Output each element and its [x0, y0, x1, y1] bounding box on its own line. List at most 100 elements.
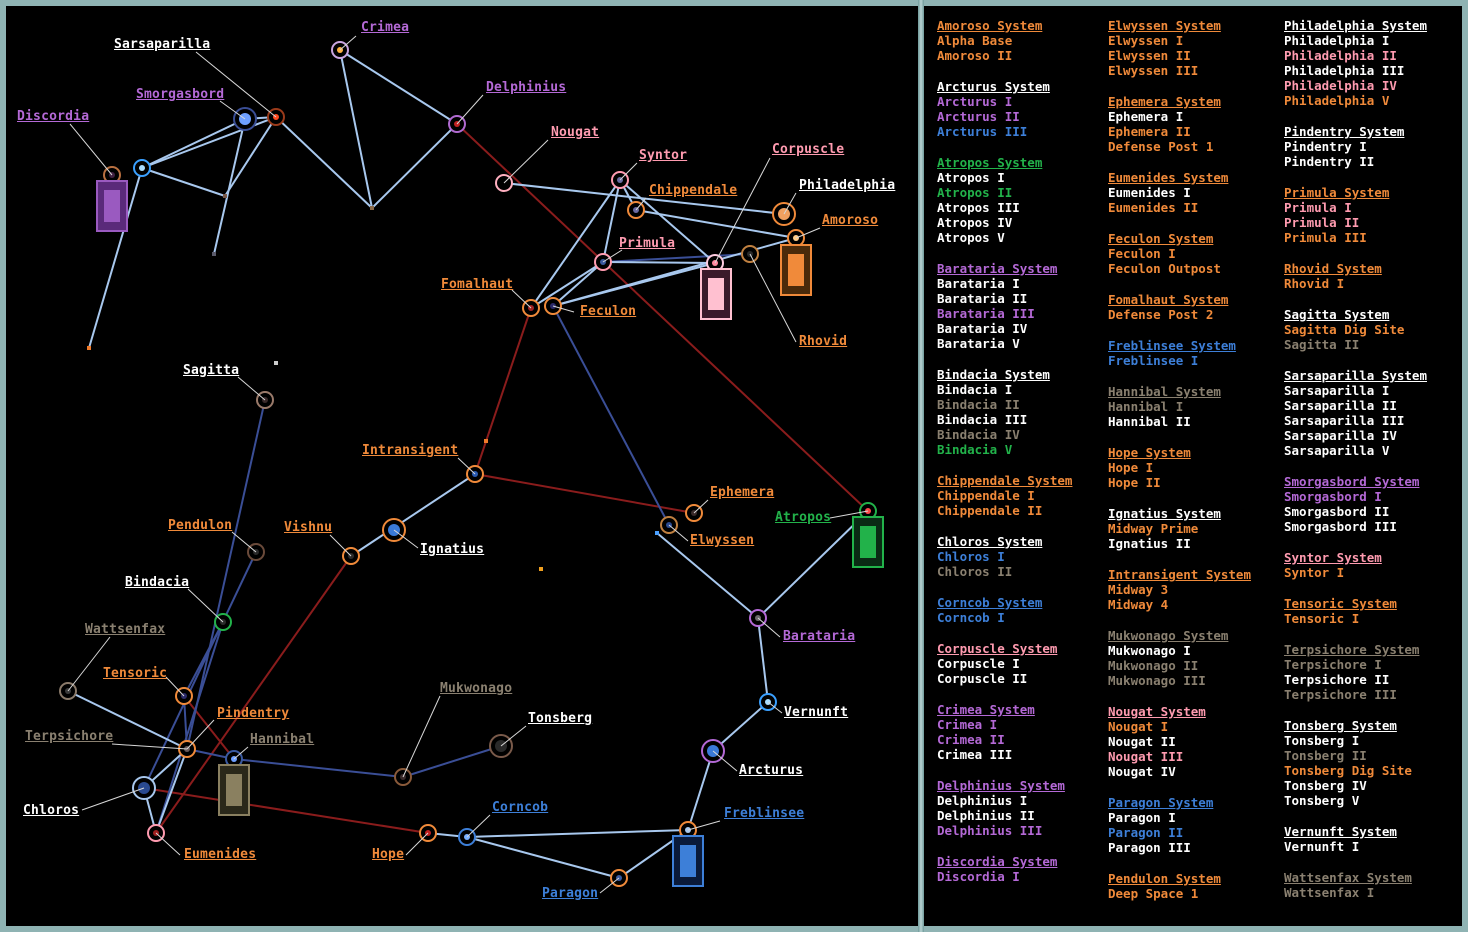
- planet-item-delphinius-iii[interactable]: Delphinius III: [937, 823, 1043, 838]
- planet-item-chippendale-ii[interactable]: Chippendale II: [937, 503, 1043, 518]
- system-heading-terpsichore-system[interactable]: Terpsichore System: [1284, 642, 1420, 657]
- planet-item-vernunft-i[interactable]: Vernunft I: [1284, 839, 1360, 854]
- system-heading-nougat-system[interactable]: Nougat System: [1108, 704, 1206, 719]
- map-label-ephemera[interactable]: Ephemera: [710, 485, 775, 500]
- system-heading-delphinius-system[interactable]: Delphinius System: [937, 778, 1065, 793]
- planet-item-philadelphia-i[interactable]: Philadelphia I: [1284, 33, 1390, 48]
- map-label-tonsberg[interactable]: Tonsberg: [528, 711, 593, 726]
- planet-item-deep-space-1[interactable]: Deep Space 1: [1108, 886, 1199, 901]
- planet-item-paragon-iii[interactable]: Paragon III: [1108, 840, 1191, 855]
- map-label-wattsenfax[interactable]: Wattsenfax: [85, 622, 166, 637]
- planet-item-sarsaparilla-iii[interactable]: Sarsaparilla III: [1284, 413, 1405, 428]
- system-heading-arcturus-system[interactable]: Arcturus System: [937, 79, 1050, 94]
- planet-item-wattsenfax-i[interactable]: Wattsenfax I: [1284, 885, 1375, 900]
- planet-item-ephemera-ii[interactable]: Ephemera II: [1108, 124, 1191, 139]
- system-heading-fomalhaut-system[interactable]: Fomalhaut System: [1108, 292, 1229, 307]
- planet-item-feculon-outpost[interactable]: Feculon Outpost: [1108, 261, 1221, 276]
- planet-item-syntor-i[interactable]: Syntor I: [1284, 565, 1345, 580]
- map-label-arcturus[interactable]: Arcturus: [739, 763, 804, 778]
- map-label-discordia[interactable]: Discordia: [17, 109, 90, 124]
- system-heading-tonsberg-system[interactable]: Tonsberg System: [1284, 718, 1397, 733]
- planet-item-midway-3[interactable]: Midway 3: [1108, 582, 1169, 597]
- map-label-smorgasbord[interactable]: Smorgasbord: [136, 87, 225, 102]
- system-heading-pindentry-system[interactable]: Pindentry System: [1284, 124, 1405, 139]
- planet-item-philadelphia-iii[interactable]: Philadelphia III: [1284, 63, 1405, 78]
- planet-item-paragon-ii[interactable]: Paragon II: [1108, 825, 1184, 840]
- planet-item-bindacia-ii[interactable]: Bindacia II: [937, 397, 1020, 412]
- system-heading-mukwonago-system[interactable]: Mukwonago System: [1108, 628, 1229, 643]
- system-heading-ephemera-system[interactable]: Ephemera System: [1108, 94, 1221, 109]
- map-label-philadelphia[interactable]: Philadelphia: [799, 178, 896, 193]
- map-label-chippendale[interactable]: Chippendale: [649, 183, 738, 198]
- planet-item-corpuscle-ii[interactable]: Corpuscle II: [937, 671, 1028, 686]
- planet-item-barataria-iii[interactable]: Barataria III: [937, 306, 1035, 321]
- planet-item-alpha-base[interactable]: Alpha Base: [937, 33, 1013, 48]
- map-label-elwyssen[interactable]: Elwyssen: [690, 533, 755, 548]
- planet-item-crimea-ii[interactable]: Crimea II: [937, 732, 1005, 747]
- system-heading-hannibal-system[interactable]: Hannibal System: [1108, 384, 1221, 399]
- map-label-pindentry[interactable]: Pindentry: [217, 706, 290, 721]
- planet-item-barataria-i[interactable]: Barataria I: [937, 276, 1020, 291]
- planet-item-elwyssen-i[interactable]: Elwyssen I: [1108, 33, 1184, 48]
- planet-item-sagitta-ii[interactable]: Sagitta II: [1284, 337, 1360, 352]
- planet-item-tonsberg-dig-site[interactable]: Tonsberg Dig Site: [1284, 763, 1412, 778]
- planet-item-barataria-v[interactable]: Barataria V: [937, 336, 1020, 351]
- system-heading-paragon-system[interactable]: Paragon System: [1108, 795, 1214, 810]
- system-heading-sagitta-system[interactable]: Sagitta System: [1284, 307, 1390, 322]
- map-label-nougat[interactable]: Nougat: [551, 125, 600, 140]
- system-heading-atropos-system[interactable]: Atropos System: [937, 155, 1043, 170]
- planet-item-hannibal-ii[interactable]: Hannibal II: [1108, 414, 1191, 429]
- planet-item-nougat-iii[interactable]: Nougat III: [1108, 749, 1184, 764]
- planet-item-eumenides-ii[interactable]: Eumenides II: [1108, 200, 1199, 215]
- planet-item-nougat-ii[interactable]: Nougat II: [1108, 734, 1176, 749]
- planet-item-bindacia-iv[interactable]: Bindacia IV: [937, 427, 1020, 442]
- planet-item-atropos-iv[interactable]: Atropos IV: [937, 215, 1013, 230]
- planet-item-nougat-iv[interactable]: Nougat IV: [1108, 764, 1176, 779]
- map-label-amoroso[interactable]: Amoroso: [822, 213, 879, 228]
- planet-item-smorgasbord-i[interactable]: Smorgasbord I: [1284, 489, 1382, 504]
- system-heading-eumenides-system[interactable]: Eumenides System: [1108, 170, 1229, 185]
- planet-item-elwyssen-ii[interactable]: Elwyssen II: [1108, 48, 1191, 63]
- map-label-crimea[interactable]: Crimea: [361, 20, 410, 35]
- planet-item-mukwonago-iii[interactable]: Mukwonago III: [1108, 673, 1206, 688]
- system-heading-tensoric-system[interactable]: Tensoric System: [1284, 596, 1397, 611]
- planet-item-hope-i[interactable]: Hope I: [1108, 460, 1154, 475]
- system-heading-hope-system[interactable]: Hope System: [1108, 445, 1191, 460]
- system-heading-corncob-system[interactable]: Corncob System: [937, 595, 1043, 610]
- map-label-vishnu[interactable]: Vishnu: [284, 520, 333, 535]
- map-label-primula[interactable]: Primula: [619, 236, 676, 251]
- planet-item-chloros-i[interactable]: Chloros I: [937, 549, 1005, 564]
- planet-item-terpsichore-i[interactable]: Terpsichore I: [1284, 657, 1382, 672]
- planet-item-hope-ii[interactable]: Hope II: [1108, 475, 1161, 490]
- system-heading-chippendale-system[interactable]: Chippendale System: [937, 473, 1073, 488]
- planet-item-corpuscle-i[interactable]: Corpuscle I: [937, 656, 1020, 671]
- planet-item-sarsaparilla-ii[interactable]: Sarsaparilla II: [1284, 398, 1397, 413]
- planet-item-midway-prime[interactable]: Midway Prime: [1108, 521, 1199, 536]
- system-heading-syntor-system[interactable]: Syntor System: [1284, 550, 1382, 565]
- map-label-chloros[interactable]: Chloros: [23, 803, 80, 818]
- map-label-syntor[interactable]: Syntor: [639, 148, 688, 163]
- planet-item-amoroso-ii[interactable]: Amoroso II: [937, 48, 1013, 63]
- map-label-sarsaparilla[interactable]: Sarsaparilla: [114, 37, 211, 52]
- system-heading-wattsenfax-system[interactable]: Wattsenfax System: [1284, 870, 1412, 885]
- planet-item-arcturus-i[interactable]: Arcturus I: [937, 94, 1013, 109]
- system-heading-corpuscle-system[interactable]: Corpuscle System: [937, 641, 1058, 656]
- map-label-delphinius[interactable]: Delphinius: [486, 80, 567, 95]
- planet-item-arcturus-iii[interactable]: Arcturus III: [937, 124, 1028, 139]
- planet-item-barataria-iv[interactable]: Barataria IV: [937, 321, 1028, 336]
- system-heading-primula-system[interactable]: Primula System: [1284, 185, 1390, 200]
- planet-item-crimea-i[interactable]: Crimea I: [937, 717, 998, 732]
- map-label-tensoric[interactable]: Tensoric: [103, 666, 168, 681]
- planet-item-rhovid-i[interactable]: Rhovid I: [1284, 276, 1345, 291]
- planet-item-paragon-i[interactable]: Paragon I: [1108, 810, 1176, 825]
- system-heading-crimea-system[interactable]: Crimea System: [937, 702, 1035, 717]
- planet-item-freblinsee-i[interactable]: Freblinsee I: [1108, 353, 1199, 368]
- planet-item-sarsaparilla-i[interactable]: Sarsaparilla I: [1284, 383, 1390, 398]
- planet-item-feculon-i[interactable]: Feculon I: [1108, 246, 1176, 261]
- map-label-terpsichore[interactable]: Terpsichore: [25, 729, 114, 744]
- planet-item-corncob-i[interactable]: Corncob I: [937, 610, 1005, 625]
- planet-item-mukwonago-ii[interactable]: Mukwonago II: [1108, 658, 1199, 673]
- planet-item-elwyssen-iii[interactable]: Elwyssen III: [1108, 63, 1199, 78]
- planet-item-atropos-i[interactable]: Atropos I: [937, 170, 1005, 185]
